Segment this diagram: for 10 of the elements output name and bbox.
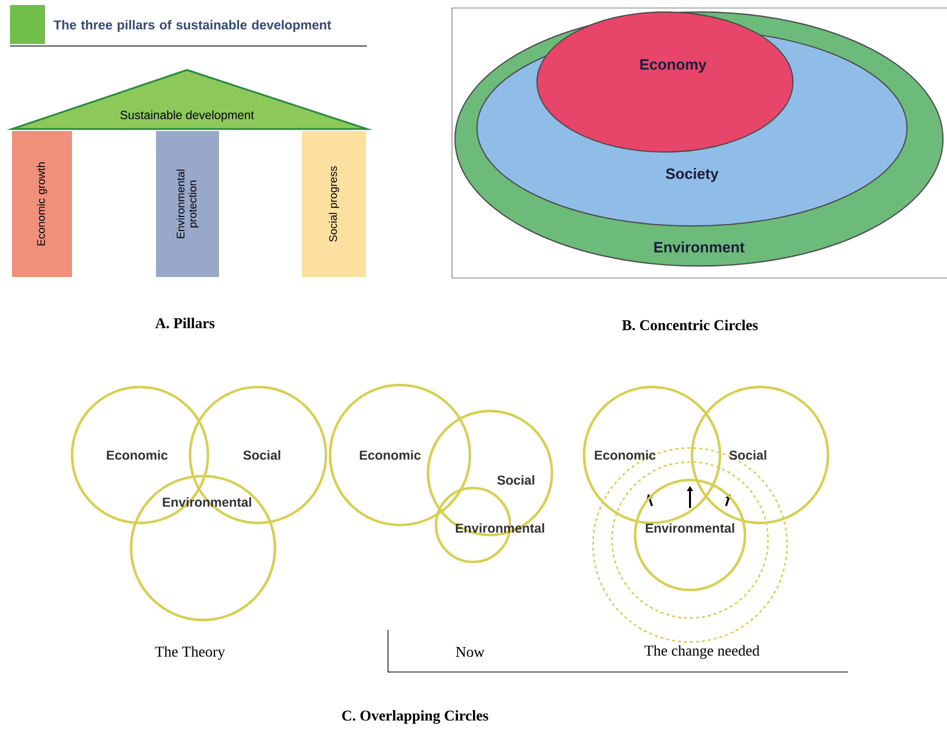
caption: The Theory — [155, 646, 225, 660]
caption: The change needed — [644, 645, 760, 659]
panel-heading: The three pillars of sustainable development — [54, 20, 332, 32]
panel-caption: B. Concentric Circles — [622, 320, 758, 330]
pillar: Environmental protection — [156, 131, 219, 277]
pillar: Economic growth — [12, 131, 72, 277]
panel-caption: C. Overlapping Circles — [342, 710, 488, 724]
caption: Now — [456, 647, 484, 657]
panel-caption: A. Pillars — [155, 318, 215, 328]
pillar: Social progress — [302, 131, 366, 277]
